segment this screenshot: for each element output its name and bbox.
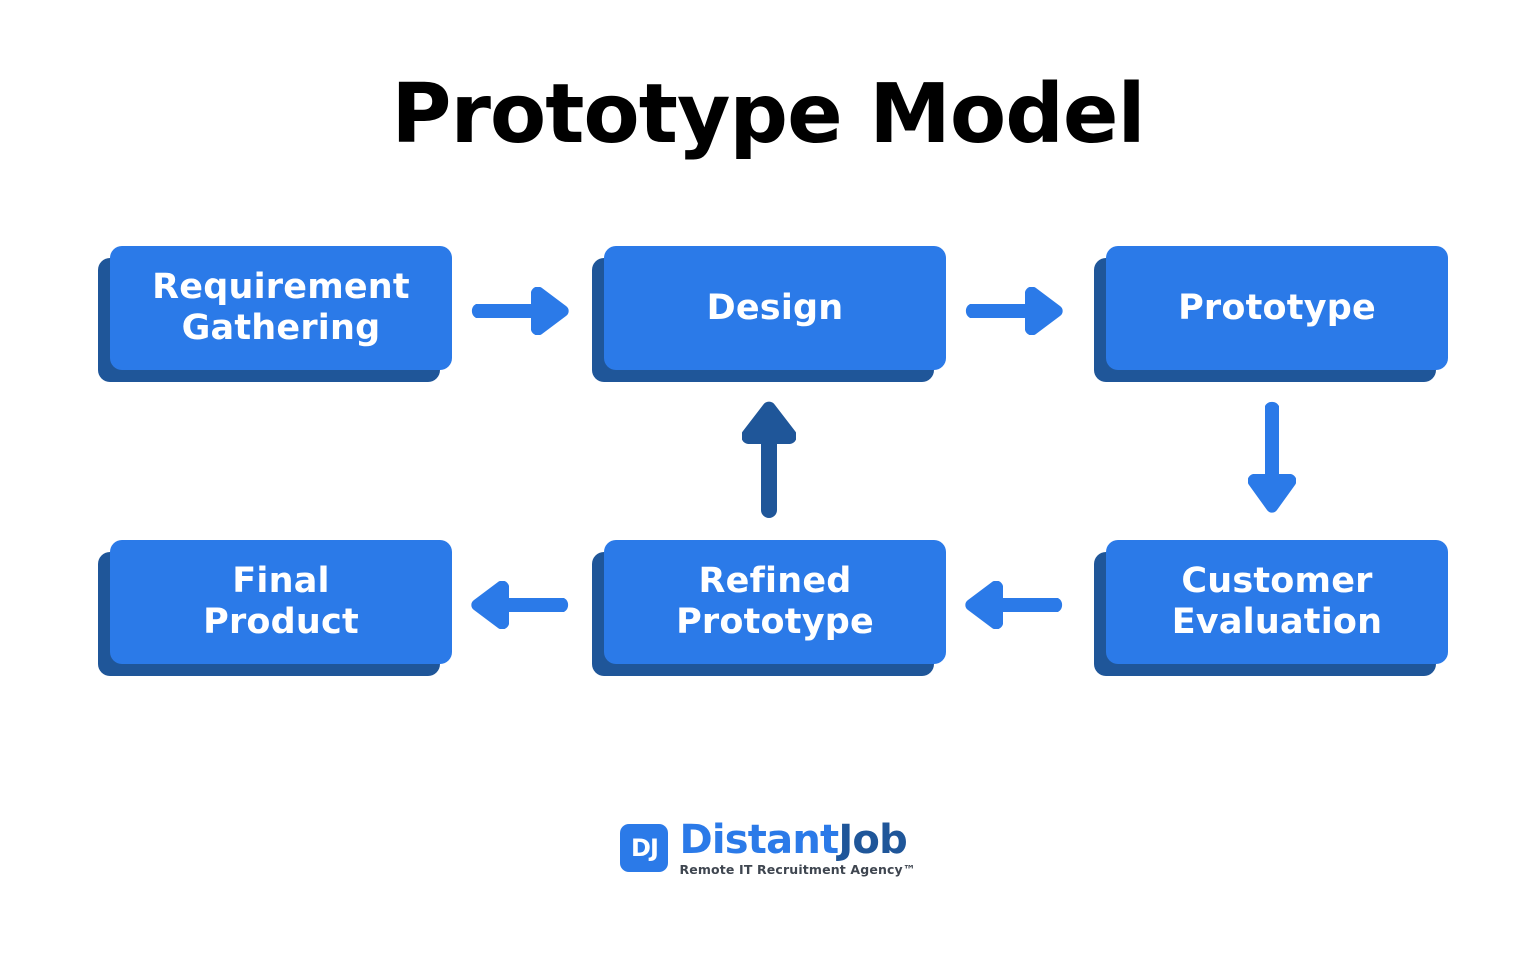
distantjob-logo: DJ DistantJob Remote IT Recruitment Agen… [0,820,1536,877]
node-customer-evaluation[interactable]: Customer Evaluation [1106,540,1448,664]
arrow-customer-evaluation-to-refined-prototype [962,581,1066,629]
node-prototype[interactable]: Prototype [1106,246,1448,370]
arrow-requirement-gathering-to-design [468,287,572,335]
node-requirement-gathering[interactable]: Requirement Gathering [110,246,452,370]
node-label-refined-prototype: Refined Prototype [676,561,874,642]
distantjob-logo-mark-icon: DJ [620,824,669,873]
arrow-refined-prototype-to-design-feedback [742,400,796,518]
wordmark-job: Job [838,817,907,863]
node-refined-prototype[interactable]: Refined Prototype [604,540,946,664]
arrow-refined-prototype-to-final-product [468,581,572,629]
page-title: Prototype Model [391,67,1145,162]
node-final-product[interactable]: Final Product [110,540,452,664]
node-label-final-product: Final Product [203,561,359,642]
node-design[interactable]: Design [604,246,946,370]
arrow-prototype-to-customer-evaluation [1248,398,1296,516]
node-label-customer-evaluation: Customer Evaluation [1171,561,1383,642]
arrow-design-to-prototype [962,287,1066,335]
node-label-design: Design [706,287,844,328]
node-label-requirement-gathering: Requirement Gathering [152,267,410,348]
logo-tagline: Remote IT Recruitment Agency™ [679,862,916,877]
node-label-prototype: Prototype [1178,287,1376,328]
distantjob-wordmark: DistantJob [679,817,907,863]
wordmark-distant: Distant [679,817,839,863]
